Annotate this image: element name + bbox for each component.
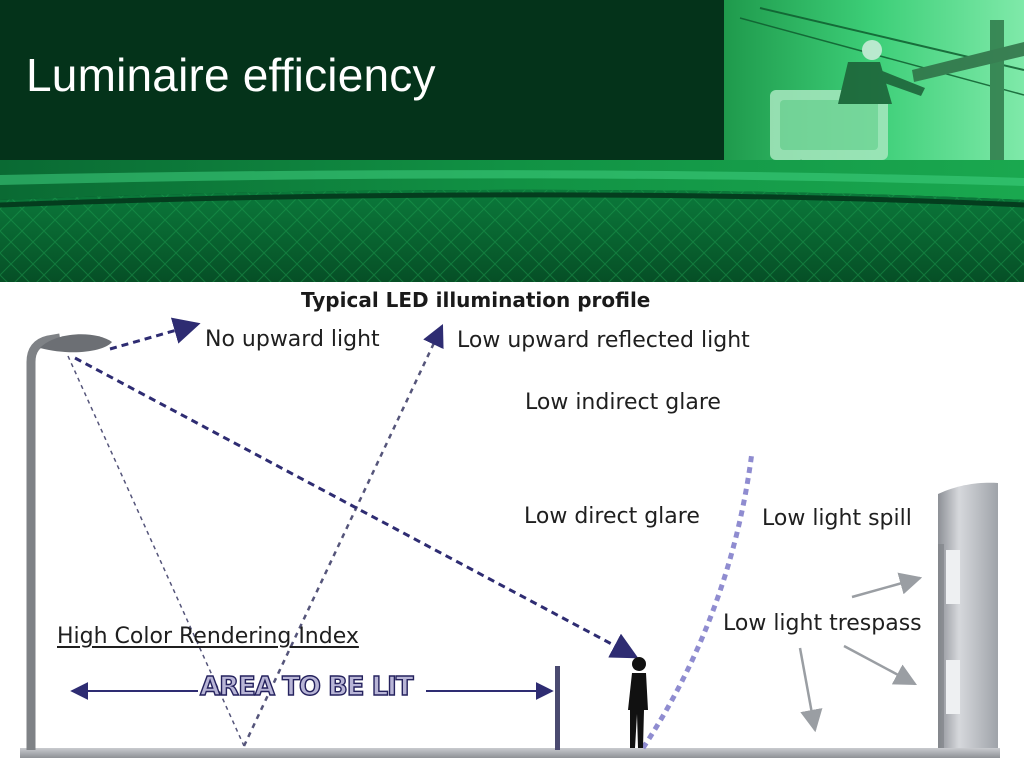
- no-upward-light-arrow: [109, 317, 201, 351]
- label-low-light-trespass: Low light trespass: [723, 611, 922, 636]
- street-lamp-icon: [26, 333, 112, 750]
- label-low-direct-glare: Low direct glare: [524, 504, 700, 529]
- area-boundary-post: [555, 666, 560, 750]
- label-no-upward-light: No upward light: [205, 327, 380, 352]
- lineman-bucket-truck-icon: [739, 7, 1024, 234]
- light-spill-boundary: [640, 451, 755, 750]
- ground: [20, 748, 1000, 758]
- label-low-light-spill: Low light spill: [762, 506, 912, 531]
- building-icon: [938, 482, 998, 748]
- header-banner: Luminaire efficiency: [0, 0, 1024, 282]
- area-to-be-lit-label: AREA TO BE LIT: [199, 672, 414, 702]
- illumination-diagram: Typical LED illumination profile No upwa…: [0, 282, 1024, 768]
- trespass-arrow-3: [798, 647, 823, 733]
- person-silhouette-icon: [628, 657, 648, 748]
- diagram-title: Typical LED illumination profile: [301, 288, 651, 312]
- slide-title: Luminaire efficiency: [26, 49, 436, 101]
- trespass-arrow-1: [851, 572, 923, 599]
- banner-graphic: [0, 0, 1024, 282]
- label-low-upward-reflected: Low upward reflected light: [457, 328, 750, 353]
- trespass-arrow-2: [843, 644, 917, 686]
- label-low-indirect-glare: Low indirect glare: [525, 390, 721, 415]
- diagram-graphic: [20, 317, 1000, 758]
- label-high-cri: High Color Rendering Index: [57, 624, 359, 649]
- direct-glare-arrow: [74, 356, 639, 659]
- upward-reflected-arrow: [242, 323, 444, 747]
